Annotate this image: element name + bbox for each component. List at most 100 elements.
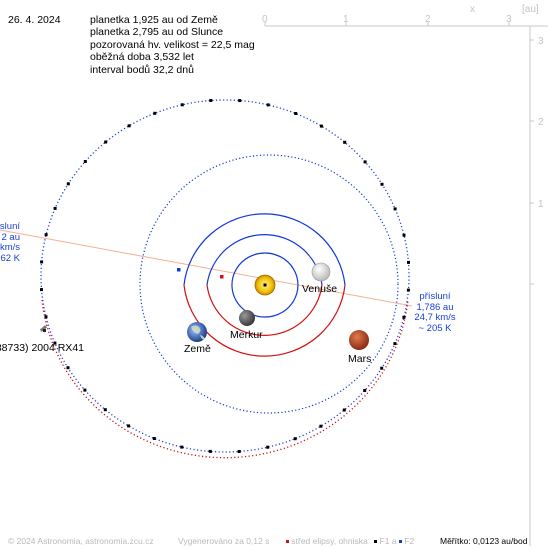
asteroid-point xyxy=(266,103,270,107)
legend-f1-label: F1 a xyxy=(379,536,397,546)
ellipse-center-marker xyxy=(220,275,224,279)
legend-f2-label: F2 xyxy=(404,536,415,546)
sun-focus-marker xyxy=(263,283,267,287)
asteroid-point xyxy=(40,288,43,292)
mercury-planet xyxy=(239,310,255,326)
asteroid-point xyxy=(153,111,157,115)
earth-label: Země xyxy=(184,343,211,355)
perihelion-left-distance: 2 au xyxy=(1,231,21,243)
info-distance-earth: planetka 1,925 au od Země xyxy=(90,14,218,26)
y-tick-label: 3 xyxy=(538,36,544,47)
asteroid-point xyxy=(363,160,367,164)
asteroid-point xyxy=(406,288,410,292)
asteroid-point xyxy=(208,449,212,453)
info-point-interval: interval bodů 32,2 dnů xyxy=(90,63,194,76)
focus-f2-marker xyxy=(177,268,181,272)
scale-label: Měřítko: 0,0123 au/bod xyxy=(440,536,528,546)
earth-orbit xyxy=(183,213,346,286)
perihelion-left-label: přísluní 2 au km/s 62 K xyxy=(0,221,21,264)
earth-orbit-red xyxy=(183,284,346,357)
asteroid-point xyxy=(342,408,346,412)
asteroid-point xyxy=(343,140,347,144)
mars-planet xyxy=(349,330,369,350)
info-orbital-period: oběžná doba 3,532 let xyxy=(90,51,194,64)
apsidal-line xyxy=(0,229,413,307)
legend-f1-square xyxy=(374,540,378,544)
info-block: planetka 1,925 au od Země planetka 2,795… xyxy=(90,14,255,76)
y-tick-label: 2 xyxy=(538,117,544,128)
venus-orbit-red xyxy=(206,284,323,336)
asteroid-marker xyxy=(39,325,48,332)
copyright-notice: © 2024 Astronomia, astronomia.zcu.cz xyxy=(8,536,154,546)
asteroid-point xyxy=(44,315,48,319)
asteroid-point xyxy=(127,124,131,128)
asteroid-point xyxy=(380,366,384,370)
asteroid-point xyxy=(83,160,87,163)
info-magnitude: pozorovaná hv. velikost = 22,5 mag xyxy=(90,38,255,51)
perihelion-right-distance: 1,786 au xyxy=(416,301,454,313)
asteroid-point xyxy=(363,389,367,392)
asteroid-point xyxy=(40,260,44,264)
asteroid-point xyxy=(180,445,184,449)
asteroid-point xyxy=(83,388,87,392)
perihelion-right-label: přísluní 1,786 au 24,7 km/s ~ 205 K xyxy=(408,291,462,334)
venus-label: Venuše xyxy=(302,283,338,295)
asteroid-point xyxy=(44,233,48,237)
asteroid-label: (88733) 2004 RX41 xyxy=(0,342,84,354)
asteroid-point xyxy=(407,260,410,264)
asteroid-orbit-red xyxy=(41,299,409,459)
generation-time: Vygenerováno za 0,12 s xyxy=(178,536,270,546)
asteroid-point xyxy=(238,99,242,103)
mars-label: Mars xyxy=(348,353,372,365)
asteroid-point xyxy=(319,424,323,428)
legend-center-square xyxy=(286,540,289,544)
asteroid-point xyxy=(294,112,298,115)
asteroid-point xyxy=(180,103,184,107)
date-label: 26. 4. 2024 xyxy=(8,14,61,26)
asteroid-point xyxy=(293,437,297,441)
asteroid-point xyxy=(237,450,241,453)
x-axis-label: x xyxy=(470,4,475,15)
mercury-orbit xyxy=(231,252,299,318)
asteroid-point xyxy=(66,366,70,370)
perihelion-left-temp: 62 K xyxy=(0,252,20,264)
info-distance-sun: planetka 2,795 au od Slunce xyxy=(90,26,224,39)
asteroid-point xyxy=(380,182,384,186)
asteroid-point xyxy=(103,408,107,412)
unit-label: [au] xyxy=(522,4,539,15)
x-tick-label: 3 xyxy=(506,14,512,25)
asteroid-point xyxy=(104,140,108,144)
x-tick-label: 1 xyxy=(343,14,349,25)
perihelion-left-speed: km/s xyxy=(0,242,20,253)
mars-orbit xyxy=(139,154,399,414)
perihelion-left-title: přísluní xyxy=(0,221,20,232)
perihelion-right-temp: ~ 205 K xyxy=(418,322,452,334)
perihelion-right-speed: 24,7 km/s xyxy=(414,312,456,323)
asteroid-point xyxy=(53,341,57,345)
x-tick-label: 0 xyxy=(262,14,268,25)
asteroid-point xyxy=(209,99,213,102)
asteroid-orbit xyxy=(40,99,410,453)
asteroid-point xyxy=(266,445,270,449)
asteroid-point xyxy=(393,207,397,211)
asteroid-point xyxy=(53,206,57,210)
asteroid-point xyxy=(127,424,131,428)
legend-center-label: střed elipsy, ohniska xyxy=(291,536,368,546)
asteroid-point xyxy=(402,233,406,237)
axes xyxy=(264,22,548,546)
legend-f2-square xyxy=(398,540,402,544)
x-tick-label: 2 xyxy=(425,14,431,25)
asteroid-point-markers xyxy=(40,99,410,453)
asteroid-point xyxy=(319,124,323,128)
y-tick-label: 1 xyxy=(538,199,544,210)
mercury-label: Merkur xyxy=(230,329,263,341)
asteroid-point xyxy=(152,437,156,440)
asteroid-point xyxy=(393,342,397,346)
planet-orbits xyxy=(139,154,399,414)
perihelion-right-title: přísluní xyxy=(419,291,451,302)
asteroid-point xyxy=(402,315,406,319)
venus-orbit xyxy=(206,234,323,286)
venus-planet xyxy=(311,262,331,282)
earth-continents xyxy=(191,325,205,340)
